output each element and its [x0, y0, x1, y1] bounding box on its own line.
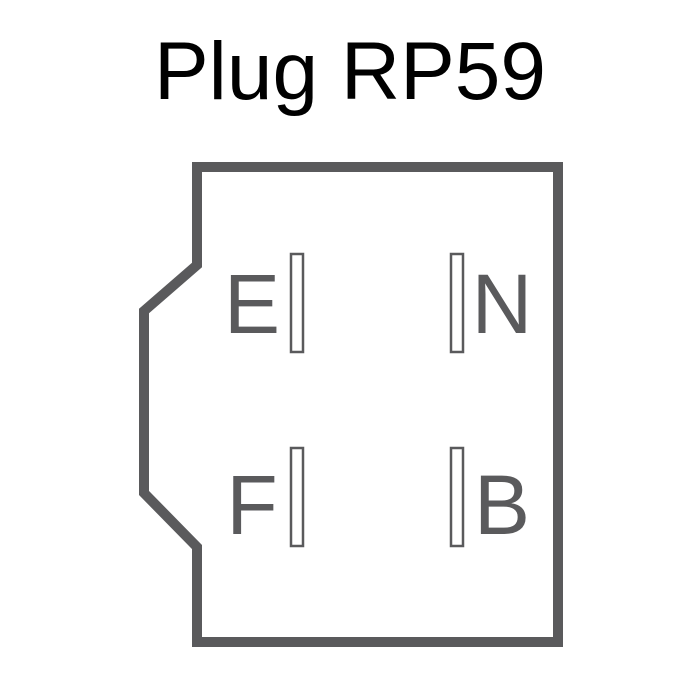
terminal-slot-f [289, 446, 305, 548]
pin-label-b: B [474, 458, 530, 552]
plug-housing-outline [139, 162, 563, 647]
terminal-slot-e [289, 252, 305, 354]
terminal-slot-b [449, 446, 465, 548]
plug-title: Plug RP59 [153, 26, 547, 117]
pin-label-e: E [224, 257, 280, 351]
terminal-slot-n [449, 252, 465, 354]
pin-label-f: F [226, 458, 277, 552]
pin-label-n: N [472, 257, 533, 351]
